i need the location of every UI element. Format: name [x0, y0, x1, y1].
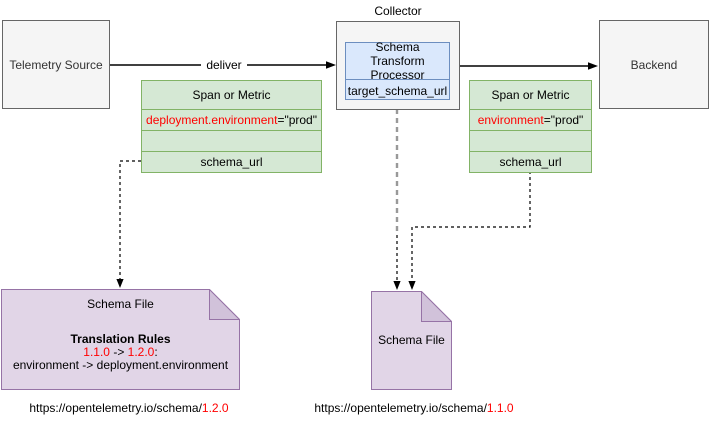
schema-url-text-left: https://opentelemetry.io/schema/1.2.0 [9, 401, 249, 415]
left-schema-url-arrowhead-icon [116, 279, 124, 288]
deliver-edge-label: deliver [201, 58, 247, 72]
version-to: 1.2.0 [127, 345, 155, 359]
left-schema-url-edge [119, 160, 141, 279]
right-schema-url-arrowhead-icon [408, 281, 416, 290]
deliver-arrowhead-icon [326, 61, 336, 69]
attribute-value: ="prod" [543, 113, 584, 127]
version-mapping-line: 1.1.0 -> 1.2.0: [1, 346, 240, 359]
target-schema-url-arrowhead-icon [393, 281, 401, 290]
schema-url-row: schema_url [142, 151, 321, 172]
backend-node: Backend [599, 20, 709, 109]
rename-rule-line: environment -> deployment.environment [12, 358, 229, 372]
note-shape [371, 291, 452, 390]
schema-url-row: schema_url [470, 151, 591, 172]
version-from: 1.1.0 [83, 345, 110, 359]
schema-file-title: Schema File [87, 297, 154, 311]
version-arrow: -> [109, 345, 128, 359]
note-shape [1, 289, 240, 390]
version-colon: : [154, 345, 158, 359]
folded-corner-icon [421, 291, 452, 322]
span-or-metric-table-left: Span or Metric deployment.environment="p… [141, 80, 322, 173]
schema-file-note-mid: Schema File [371, 291, 452, 390]
url-version: 1.2.0 [201, 401, 229, 415]
backend-label: Backend [630, 57, 678, 72]
telemetry-source-node: Telemetry Source [2, 20, 110, 109]
attribute-value: ="prod" [277, 113, 317, 127]
url-base: https://opentelemetry.io/schema/ [29, 401, 202, 415]
schema-file-note-left: Schema File Translation Rules 1.1.0 -> 1… [1, 289, 240, 390]
schema-transform-processor-node: Schema Transform Processor target_schema… [345, 40, 450, 100]
empty-row [142, 130, 321, 151]
collector-backend-arrowhead-icon [588, 62, 598, 70]
target-schema-url-field: target_schema_url [347, 83, 448, 98]
schema-file-title: Schema File [378, 333, 445, 347]
table-header: Span or Metric [491, 88, 570, 102]
right-schema-url-edge [411, 171, 531, 281]
schema-url-text-right: https://opentelemetry.io/schema/1.1.0 [299, 401, 529, 415]
attribute-row: environment="prod" [470, 109, 591, 130]
table-header: Span or Metric [192, 88, 271, 102]
span-or-metric-table-right: Span or Metric environment="prod" schema… [469, 80, 592, 173]
processor-title: Schema Transform Processor [346, 40, 449, 82]
telemetry-source-label: Telemetry Source [9, 57, 103, 72]
url-base: https://opentelemetry.io/schema/ [314, 401, 487, 415]
rules-heading: Translation Rules [70, 332, 171, 346]
empty-row [470, 130, 591, 151]
translation-rules-block: Translation Rules 1.1.0 -> 1.2.0: enviro… [1, 333, 240, 372]
attribute-name: environment [477, 113, 544, 127]
attribute-name: deployment.environment [146, 113, 278, 127]
collector-label: Collector [374, 4, 422, 18]
folded-corner-icon [209, 289, 240, 320]
attribute-row: deployment.environment="prod" [142, 109, 321, 130]
url-version: 1.1.0 [486, 401, 514, 415]
